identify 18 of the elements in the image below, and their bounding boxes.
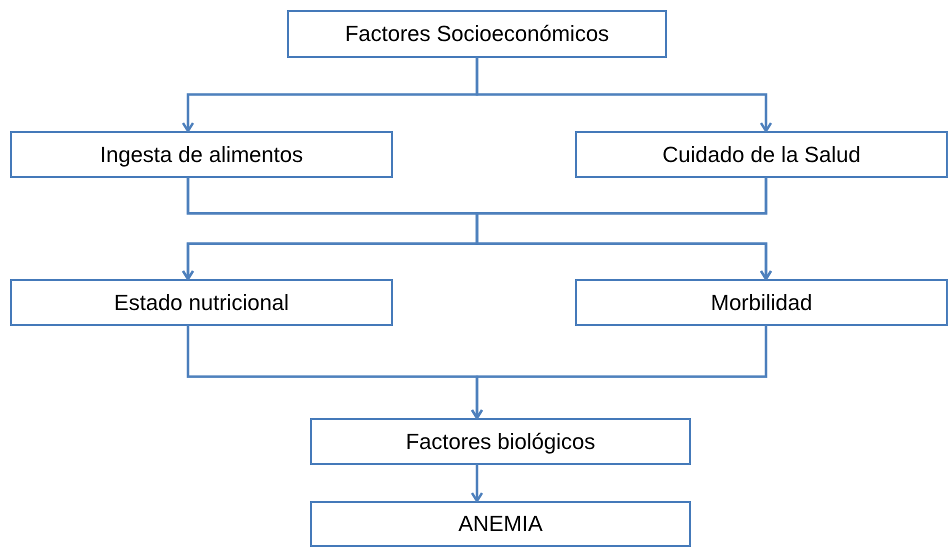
box-label: Cuidado de la Salud	[662, 142, 861, 168]
arrow	[470, 465, 484, 502]
box-label: Ingesta de alimentos	[100, 142, 304, 168]
process-box	[310, 418, 691, 465]
arrow	[476, 178, 772, 280]
box-label: Estado nutricional	[114, 290, 289, 316]
box-label: Factores Socioeconómicos	[344, 21, 610, 47]
process-box	[575, 131, 948, 178]
process-box	[10, 279, 393, 326]
box-label: Morbilidad	[710, 290, 812, 316]
process-box	[10, 131, 393, 178]
arrow	[470, 326, 768, 420]
process-box	[575, 279, 948, 326]
box-label: Factores biológicos	[406, 428, 596, 454]
box-label: ANEMIA	[458, 511, 543, 537]
process-box	[287, 10, 667, 58]
arrow	[476, 58, 772, 132]
process-box	[310, 501, 691, 547]
